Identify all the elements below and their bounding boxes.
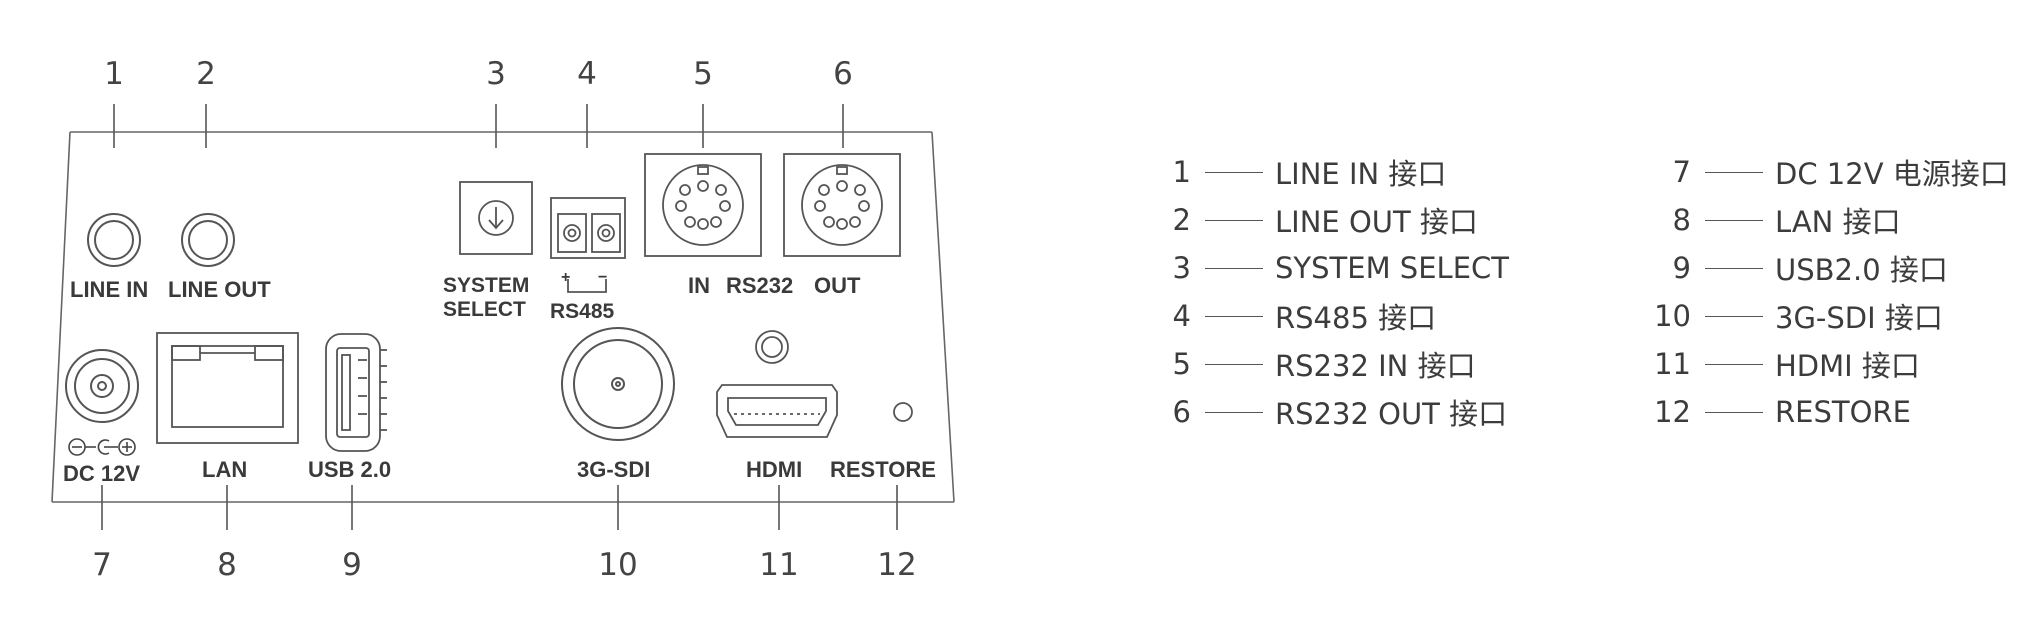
legend-text: SYSTEM SELECT [1275, 251, 1509, 285]
rs232-in-label: IN [688, 273, 710, 298]
rs232-label: RS232 [726, 273, 793, 298]
callout-6: 6 [833, 56, 853, 92]
line-out-label: LINE OUT [168, 277, 271, 302]
legend-number: 1 [1172, 155, 1191, 189]
callout-10: 10 [598, 547, 637, 583]
legend-number: 4 [1172, 299, 1191, 333]
usb-label: USB 2.0 [308, 457, 391, 482]
callout-leaders [101, 104, 898, 530]
rs485-terminal [550, 197, 626, 293]
restore-label: RESTORE [830, 457, 936, 482]
callout-12: 12 [877, 547, 916, 583]
callout-3: 3 [486, 56, 506, 92]
lan-port [156, 332, 299, 444]
callout-numbers: 1 2 3 4 5 6 7 8 9 10 11 12 [92, 56, 917, 583]
legend-item: 8 LAN 接口 [1629, 200, 1901, 240]
legend-leader [1205, 411, 1263, 413]
system-select-switch [459, 181, 533, 255]
legend-item: 3 SYSTEM SELECT [1155, 248, 1509, 288]
hdmi-label: HDMI [746, 457, 802, 482]
legend-item: 9 USB2.0 接口 [1629, 248, 1948, 288]
sdi-label: 3G-SDI [577, 457, 650, 482]
system-select-label-2: SELECT [443, 298, 526, 321]
lan-label: LAN [202, 457, 247, 482]
hdmi-screw [755, 330, 789, 364]
callout-5: 5 [693, 56, 713, 92]
callout-2: 2 [196, 56, 216, 92]
usb-port [325, 333, 387, 452]
legend-number: 3 [1172, 251, 1191, 285]
legend-leader [1705, 411, 1763, 413]
legend-item: 2 LINE OUT 接口 [1155, 200, 1478, 240]
legend-item: 12 RESTORE [1629, 392, 1911, 432]
system-select-label-1: SYSTEM [443, 274, 529, 297]
legend-leader [1205, 315, 1263, 317]
port-legend: 1 LINE IN 接口 2 LINE OUT 接口 3 SYSTEM SELE… [1155, 152, 2015, 452]
legend-item: 10 3G-SDI 接口 [1629, 296, 1943, 336]
legend-number: 5 [1172, 347, 1191, 381]
callout-7: 7 [92, 547, 112, 583]
legend-number: 9 [1672, 251, 1691, 285]
restore-button [893, 402, 913, 422]
legend-leader [1205, 171, 1263, 173]
legend-text: LAN 接口 [1775, 205, 1901, 239]
rs485-plus-label: + [561, 269, 570, 286]
legend-text: HDMI 接口 [1775, 349, 1920, 383]
legend-text: RESTORE [1775, 395, 1911, 429]
legend-leader [1205, 363, 1263, 365]
rs232-in-port [644, 153, 762, 257]
hdmi-port [716, 384, 838, 438]
dc-power-jack [65, 349, 139, 423]
legend-text: RS232 IN 接口 [1275, 349, 1476, 383]
rs485-minus-label: − [598, 269, 607, 286]
legend-leader [1705, 315, 1763, 317]
legend-number: 6 [1172, 395, 1191, 429]
legend-item: 11 HDMI 接口 [1629, 344, 1920, 384]
legend-item: 7 DC 12V 电源接口 [1629, 152, 2009, 192]
rear-panel-diagram: 1 2 3 4 5 6 7 8 9 10 11 12 LINE IN LINE … [51, 56, 955, 583]
legend-text: USB2.0 接口 [1775, 253, 1948, 287]
panel-outline [51, 131, 955, 503]
legend-leader [1705, 219, 1763, 221]
rs485-label: RS485 [550, 300, 615, 323]
legend-text: LINE OUT 接口 [1275, 205, 1478, 239]
callout-1: 1 [104, 56, 124, 92]
legend-item: 5 RS232 IN 接口 [1155, 344, 1476, 384]
rs232-out-label: OUT [814, 273, 861, 298]
legend-text: RS485 接口 [1275, 301, 1437, 335]
dc12v-label: DC 12V [63, 461, 140, 486]
callout-8: 8 [217, 547, 237, 583]
legend-leader [1705, 171, 1763, 173]
callout-11: 11 [759, 547, 798, 583]
legend-item: 1 LINE IN 接口 [1155, 152, 1447, 192]
legend-leader [1705, 363, 1763, 365]
line-in-jack [87, 213, 141, 267]
legend-text: RS232 OUT 接口 [1275, 397, 1508, 431]
legend-number: 2 [1172, 203, 1191, 237]
rs232-out-port [783, 153, 901, 257]
legend-item: 4 RS485 接口 [1155, 296, 1437, 336]
legend-leader [1705, 267, 1763, 269]
legend-leader [1205, 219, 1263, 221]
legend-number: 8 [1672, 203, 1691, 237]
legend-item: 6 RS232 OUT 接口 [1155, 392, 1508, 432]
callout-9: 9 [342, 547, 362, 583]
legend-number: 10 [1654, 299, 1691, 333]
legend-number: 7 [1672, 155, 1691, 189]
legend-text: 3G-SDI 接口 [1775, 301, 1943, 335]
legend-text: DC 12V 电源接口 [1775, 157, 2009, 191]
legend-leader [1205, 267, 1263, 269]
callout-4: 4 [577, 56, 597, 92]
polarity-icon [68, 438, 136, 456]
line-out-jack [181, 213, 235, 267]
legend-number: 11 [1654, 347, 1691, 381]
legend-text: LINE IN 接口 [1275, 157, 1447, 191]
legend-number: 12 [1654, 395, 1691, 429]
sdi-bnc-port [561, 327, 675, 441]
line-in-label: LINE IN [70, 277, 148, 302]
